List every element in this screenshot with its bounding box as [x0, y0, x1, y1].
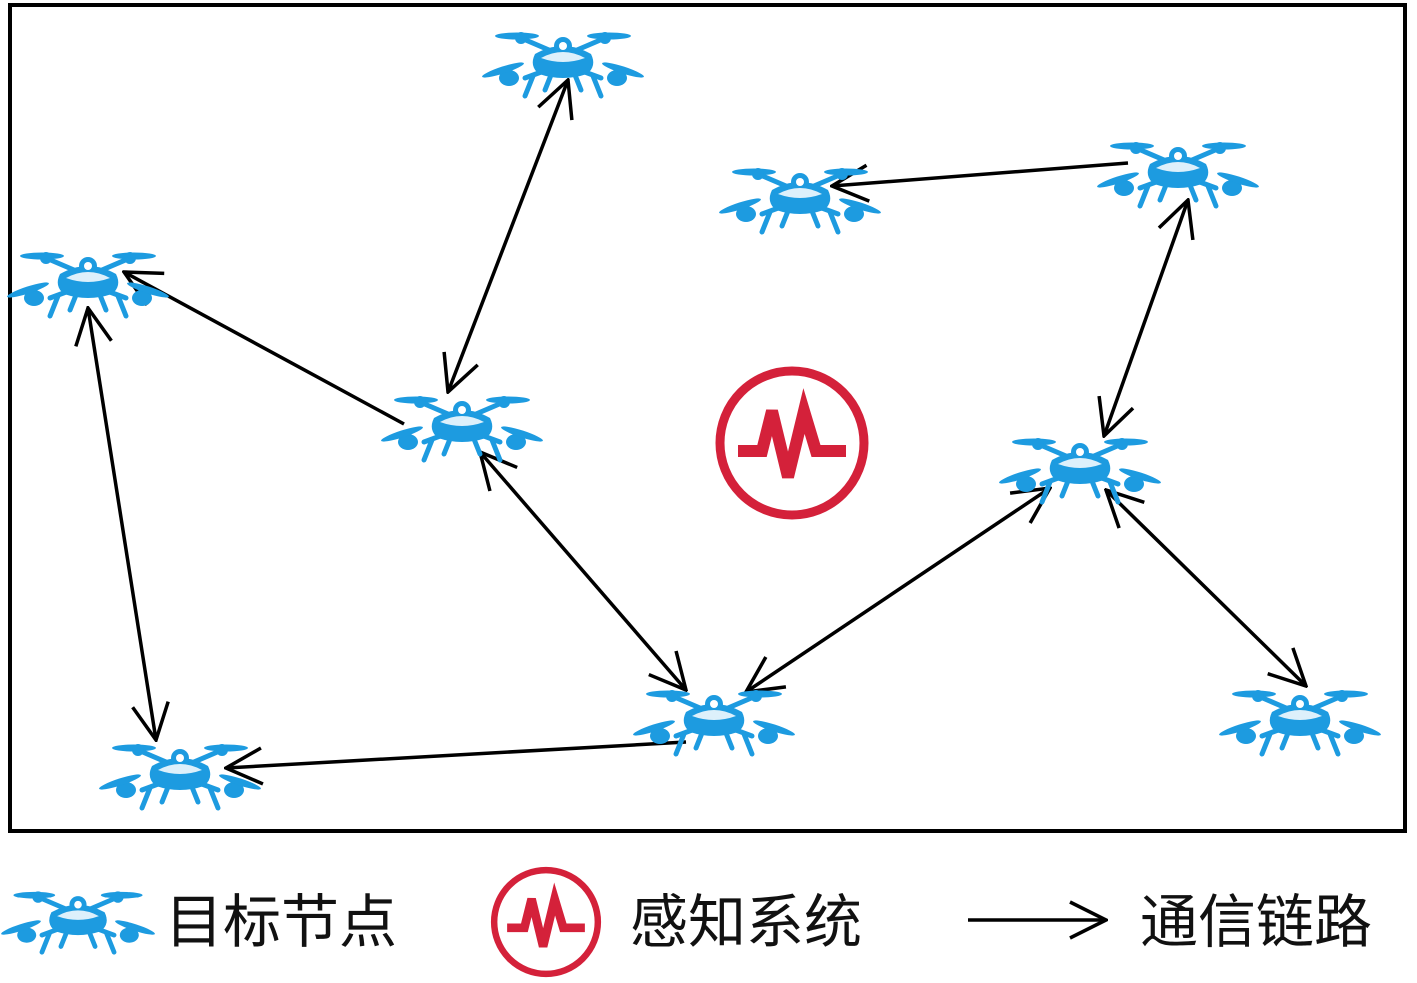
link-b-e [124, 272, 405, 426]
pulse-circle-icon [494, 870, 598, 974]
links [88, 80, 1306, 768]
drone-icon [0, 891, 156, 952]
link-c-f [1104, 200, 1188, 436]
legend-sensing-label: 感知系统 [630, 888, 862, 956]
link-f-i [1106, 490, 1306, 686]
link-g-h [226, 740, 687, 768]
legend-link-label: 通信链路 [1140, 888, 1372, 956]
link-e-h [88, 308, 156, 740]
link-b-g [480, 452, 686, 690]
pulse-circle-icon [720, 371, 864, 515]
link-c-d [832, 161, 1129, 186]
link-g-f [746, 488, 1050, 692]
legend-node-label: 目标节点 [165, 888, 397, 956]
legend: 目标节点 感知系统 通信链路 [0, 870, 1372, 974]
link-a-b [448, 80, 568, 392]
